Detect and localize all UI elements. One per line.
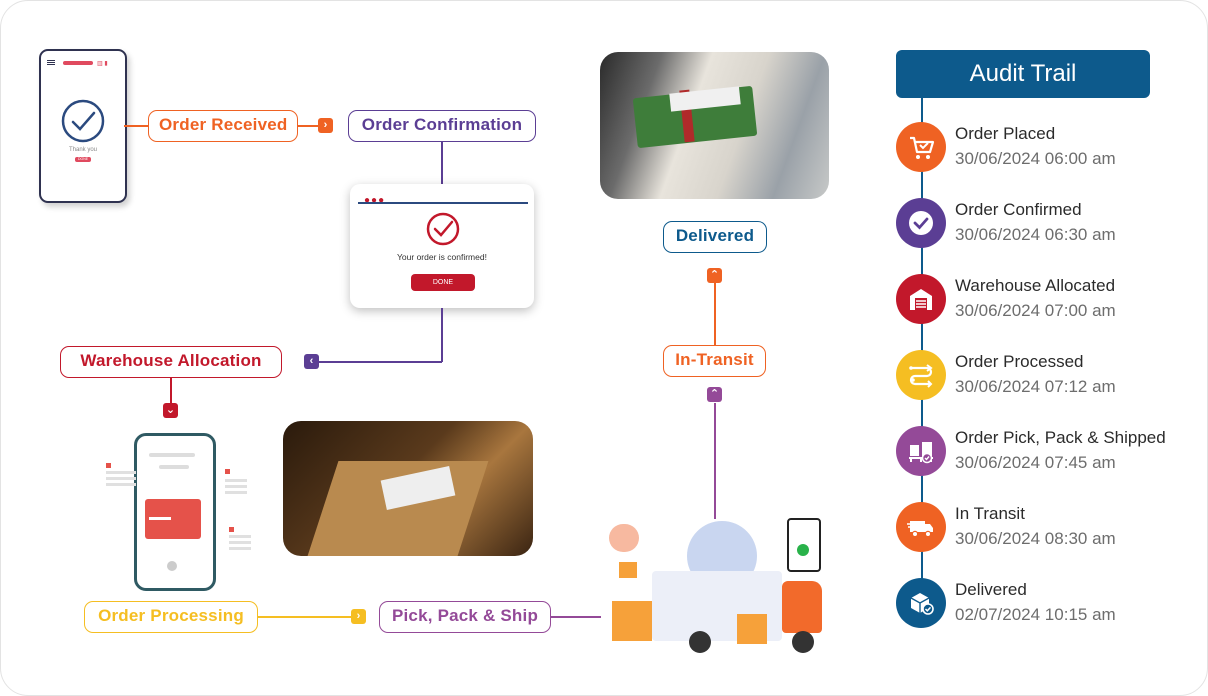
connector-line <box>124 125 148 127</box>
cart-icon <box>896 122 946 172</box>
order-confirmation-label: Order Confirmation <box>348 110 536 142</box>
warehouse-icon <box>896 274 946 324</box>
audit-trail-title: Audit Trail <box>896 50 1150 98</box>
check-circle-icon <box>896 198 946 248</box>
menu-icon <box>47 60 55 61</box>
audit-event-time: 30/06/2024 06:00 am <box>955 149 1116 168</box>
audit-event: In Transit 30/06/2024 08:30 am <box>896 502 1196 554</box>
audit-event-label: Delivered <box>955 580 1027 599</box>
check-circle-icon <box>426 212 460 246</box>
process-flow-icon <box>896 350 946 400</box>
connector-line <box>319 361 442 363</box>
audit-event-time: 30/06/2024 07:12 am <box>955 377 1116 396</box>
chevron-right-icon: › <box>351 609 366 624</box>
audit-event-label: Order Confirmed <box>955 200 1082 219</box>
truck-icon <box>896 502 946 552</box>
order-received-label: Order Received <box>148 110 298 142</box>
order-processing-label: Order Processing <box>84 601 258 633</box>
pick-pack-ship-label: Pick, Pack & Ship <box>379 601 551 633</box>
package-delivery-photo <box>600 52 829 199</box>
audit-event: Warehouse Allocated 30/06/2024 07:00 am <box>896 274 1196 326</box>
phone-scan-illustration <box>101 431 261 591</box>
packing-box-photo <box>283 421 533 556</box>
popup-done-button[interactable]: DONE <box>411 274 475 291</box>
pallet-boxes-icon <box>896 426 946 476</box>
delivered-label: Delivered <box>663 221 767 253</box>
phone-header-icons: ▥ ▮ <box>97 61 108 67</box>
window-dots-icon: ●●● <box>364 195 386 206</box>
audit-event: Order Pick, Pack & Shipped 30/06/2024 07:… <box>896 426 1196 478</box>
connector-line <box>441 308 443 362</box>
connector-line <box>551 616 601 618</box>
audit-event-time: 02/07/2024 10:15 am <box>955 605 1116 624</box>
phone-search-bar <box>63 61 93 65</box>
audit-event: Order Confirmed 30/06/2024 06:30 am <box>896 198 1196 250</box>
check-circle-icon <box>61 99 105 143</box>
audit-event-label: Order Pick, Pack & Shipped <box>955 428 1166 447</box>
warehouse-allocation-label: Warehouse Allocation <box>60 346 282 378</box>
audit-event-label: In Transit <box>955 504 1025 523</box>
connector-line <box>441 142 443 184</box>
chevron-down-icon: ⌄ <box>163 403 178 418</box>
phone-done-button: DONE <box>75 157 91 162</box>
audit-event-label: Warehouse Allocated <box>955 276 1116 295</box>
connector-line <box>170 378 172 403</box>
chevron-right-icon: › <box>318 118 333 133</box>
audit-event-label: Order Processed <box>955 352 1084 371</box>
phone-thank-you-text: Thank you <box>68 147 98 153</box>
popup-divider <box>358 202 528 204</box>
connector-line <box>714 283 716 345</box>
connector-line <box>298 125 318 127</box>
audit-event-time: 30/06/2024 08:30 am <box>955 529 1116 548</box>
shipping-truck-illustration <box>597 506 833 653</box>
audit-event: Delivered 02/07/2024 10:15 am <box>896 578 1196 630</box>
popup-message: Your order is confirmed! <box>397 252 487 262</box>
delivered-box-icon <box>896 578 946 628</box>
connector-line <box>714 403 716 519</box>
in-transit-label: In-Transit <box>663 345 766 377</box>
connector-line <box>258 616 351 618</box>
audit-event: Order Processed 30/06/2024 07:12 am <box>896 350 1196 402</box>
audit-event-time: 30/06/2024 06:30 am <box>955 225 1116 244</box>
chevron-left-icon: ‹ <box>304 354 319 369</box>
chevron-up-icon: ⌃ <box>707 387 722 402</box>
order-confirmed-popup: ●●● Your order is confirmed! DONE <box>350 184 534 308</box>
audit-event-time: 30/06/2024 07:45 am <box>955 453 1116 472</box>
audit-event-label: Order Placed <box>955 124 1056 143</box>
chevron-up-icon: ⌃ <box>707 268 722 283</box>
phone-order-received-illustration: ▥ ▮ Thank you DONE <box>39 49 127 203</box>
audit-event: Order Placed 30/06/2024 06:00 am <box>896 122 1196 174</box>
audit-event-time: 30/06/2024 07:00 am <box>955 301 1116 320</box>
